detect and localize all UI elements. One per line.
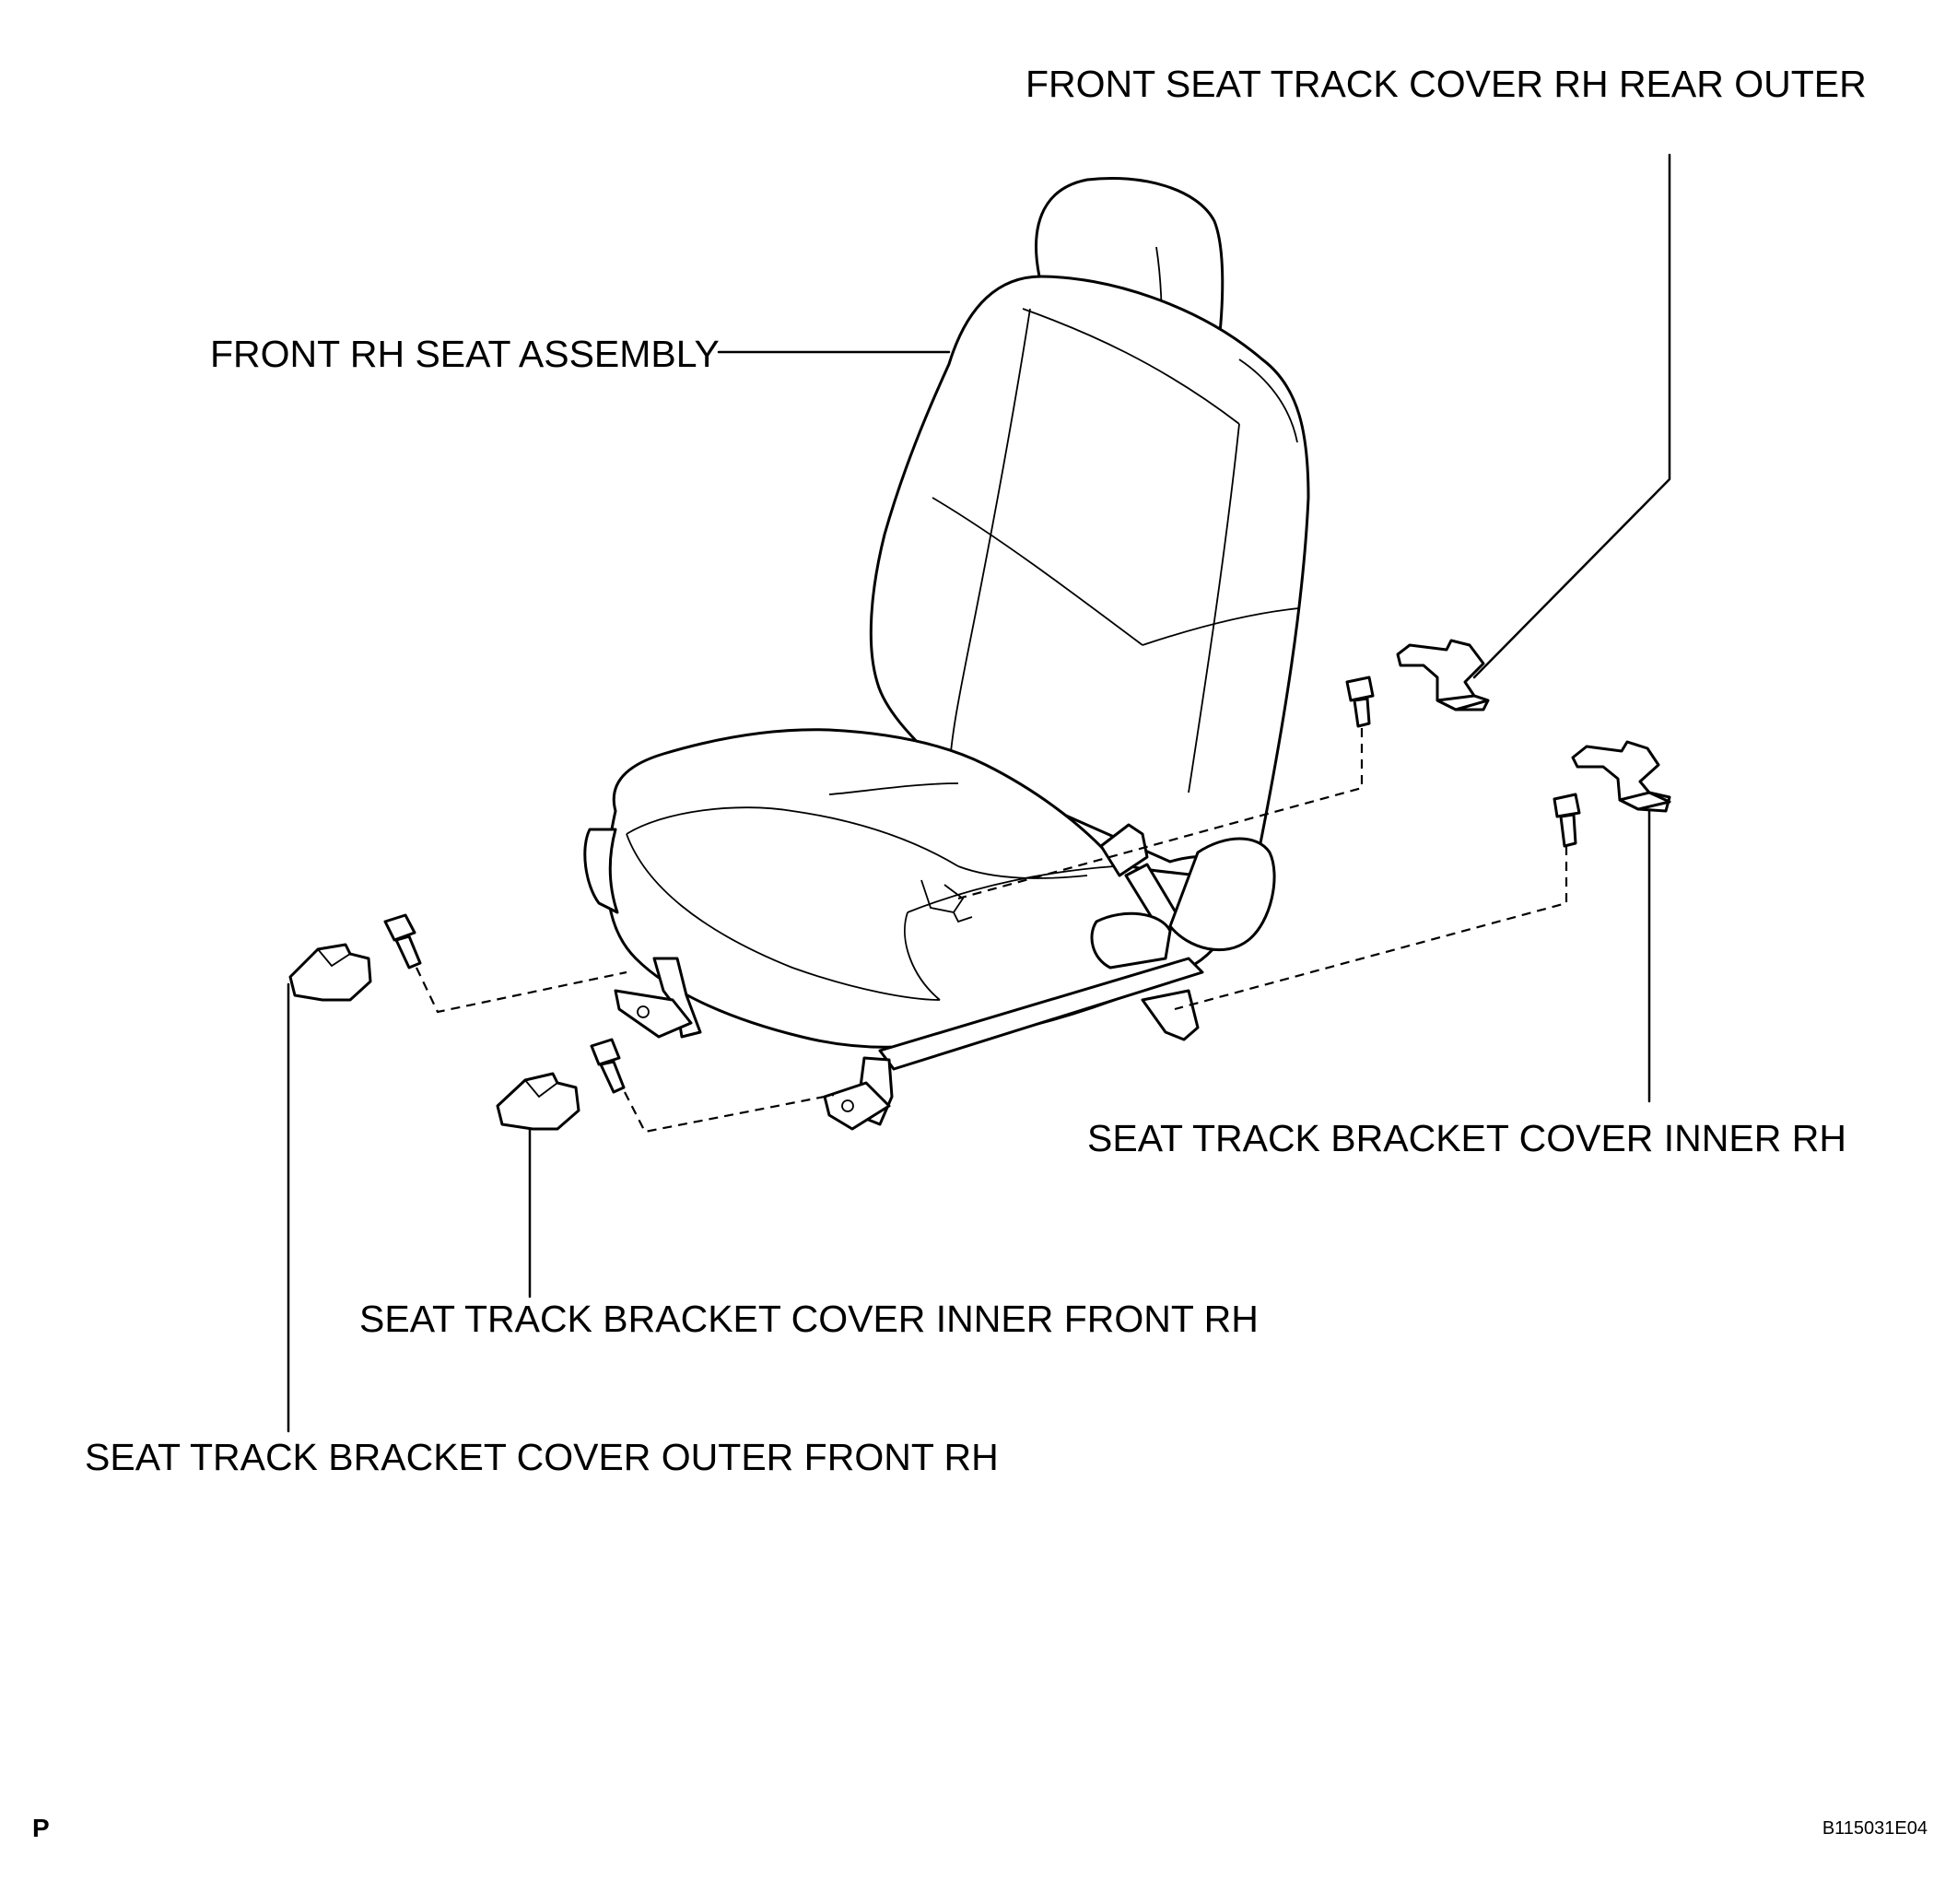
label-inner-cover: SEAT TRACK BRACKET COVER INNER RH (1087, 1117, 1846, 1159)
outer-front-bolt (383, 913, 422, 970)
figure-code: B115031E04 (1822, 1818, 1928, 1839)
rear-outer-cover-part (1396, 639, 1490, 711)
inner-front-cover-part (496, 1072, 580, 1131)
leader-lines (287, 153, 1671, 1433)
label-inner-front-cover: SEAT TRACK BRACKET COVER INNER FRONT RH (359, 1298, 1259, 1340)
inner-front-bolt (590, 1038, 626, 1094)
front-rh-seat-assembly-drawing (583, 176, 1310, 1131)
rear-outer-bolt (1345, 676, 1375, 728)
label-seat-assembly: FRONT RH SEAT ASSEMBLY (210, 333, 720, 375)
outer-front-cover-part (288, 943, 372, 1002)
inner-cover-part (1571, 740, 1671, 813)
label-outer-front-cover: SEAT TRACK BRACKET COVER OUTER FRONT RH (85, 1436, 999, 1478)
label-rear-outer-cover: FRONT SEAT TRACK COVER RH REAR OUTER (1025, 63, 1867, 105)
inner-bolt (1553, 793, 1581, 848)
corner-mark-left: P (32, 1814, 50, 1842)
installation-guide-lines (416, 728, 1568, 1134)
